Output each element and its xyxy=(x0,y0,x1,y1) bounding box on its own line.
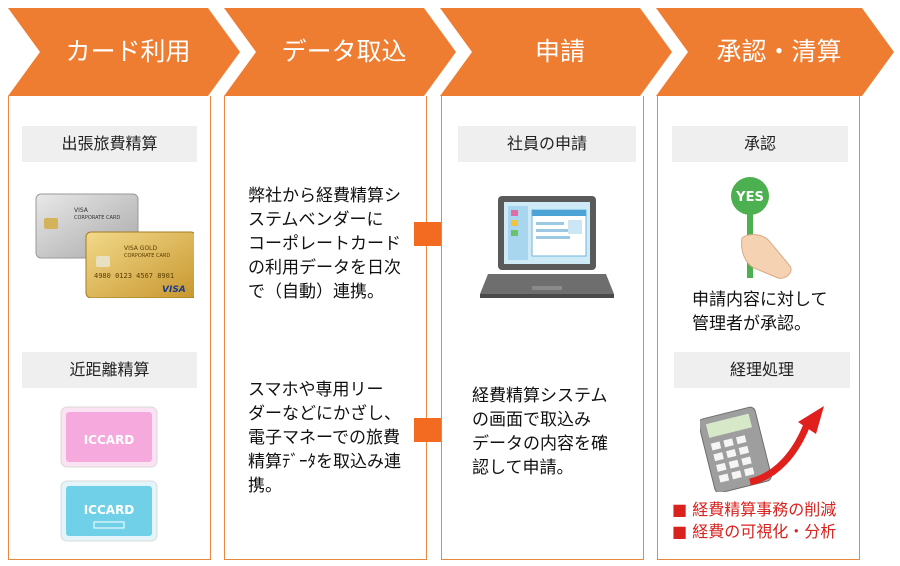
chevron-shape xyxy=(440,8,672,96)
bullet-visualize-expenses: ■ 経費の可視化・分析 xyxy=(672,522,837,541)
card1-line: CORPORATE CARD xyxy=(74,215,120,221)
yes-sign-icon: YES xyxy=(731,177,792,279)
yes-sign-text: YES xyxy=(735,190,764,205)
step-data-import: データ取込 xyxy=(224,8,456,96)
chevron-shape xyxy=(656,8,894,96)
chevron-shape xyxy=(224,8,456,96)
label-short-distance: 近距離精算 xyxy=(22,352,197,388)
corporate-cards-icon: VISA CORPORATE CARD VISA GOLD CORPORATE … xyxy=(35,193,194,298)
step-application: 申請 xyxy=(440,8,672,96)
step-title: 申請 xyxy=(534,37,585,66)
calculator-growth-icon xyxy=(700,406,824,492)
bullet-reduce-workload: ■ 経費精算事務の削減 xyxy=(672,500,837,519)
card1-brand: VISA xyxy=(74,207,89,214)
ic-card-blue-text: ICCARD xyxy=(84,503,135,517)
ic-card-pink-text: ICCARD xyxy=(84,433,135,447)
text-manager-approves: 申請内容に対して 管理者が承認。 xyxy=(692,290,828,334)
label-accounting: 経理処理 xyxy=(674,352,850,388)
step-card-usage: カード利用 xyxy=(8,8,240,96)
step-approval: 承認・清算 xyxy=(656,8,896,96)
text-emoney-integration: スマホや専用リー ダーなどにかざし、 電子マネーでの旅費 精算ﾃﾞｰﾀを取込み連… xyxy=(248,380,401,496)
card2-logo: VISA xyxy=(162,285,186,295)
card2-line: CORPORATE CARD xyxy=(124,253,170,259)
column-data-import xyxy=(224,96,427,560)
step-title: 承認・清算 xyxy=(716,37,842,66)
label-employee-application: 社員の申請 xyxy=(458,126,636,162)
column-application xyxy=(441,96,644,560)
text-card-data-integration: 弊社から経費精算シ ステムベンダーに コーポレートカード の利用データを日次 で… xyxy=(248,186,401,302)
text-confirm-and-apply: 経費精算システム の画面で取込み データの内容を確 認して申請。 xyxy=(472,386,608,478)
laptop-icon xyxy=(480,196,614,298)
card2-brand: VISA GOLD xyxy=(124,245,158,252)
label-business-travel: 出張旅費精算 xyxy=(22,126,197,162)
ic-card-blue-icon: ICCARD xyxy=(60,480,158,542)
ic-card-pink-icon: ICCARD xyxy=(60,406,158,468)
step-title: カード利用 xyxy=(65,37,191,66)
label-approval: 承認 xyxy=(672,126,848,162)
step-title: データ取込 xyxy=(281,37,407,66)
chevron-shape xyxy=(8,8,240,96)
card2-number: 4980 0123 4567 8901 xyxy=(94,272,174,280)
